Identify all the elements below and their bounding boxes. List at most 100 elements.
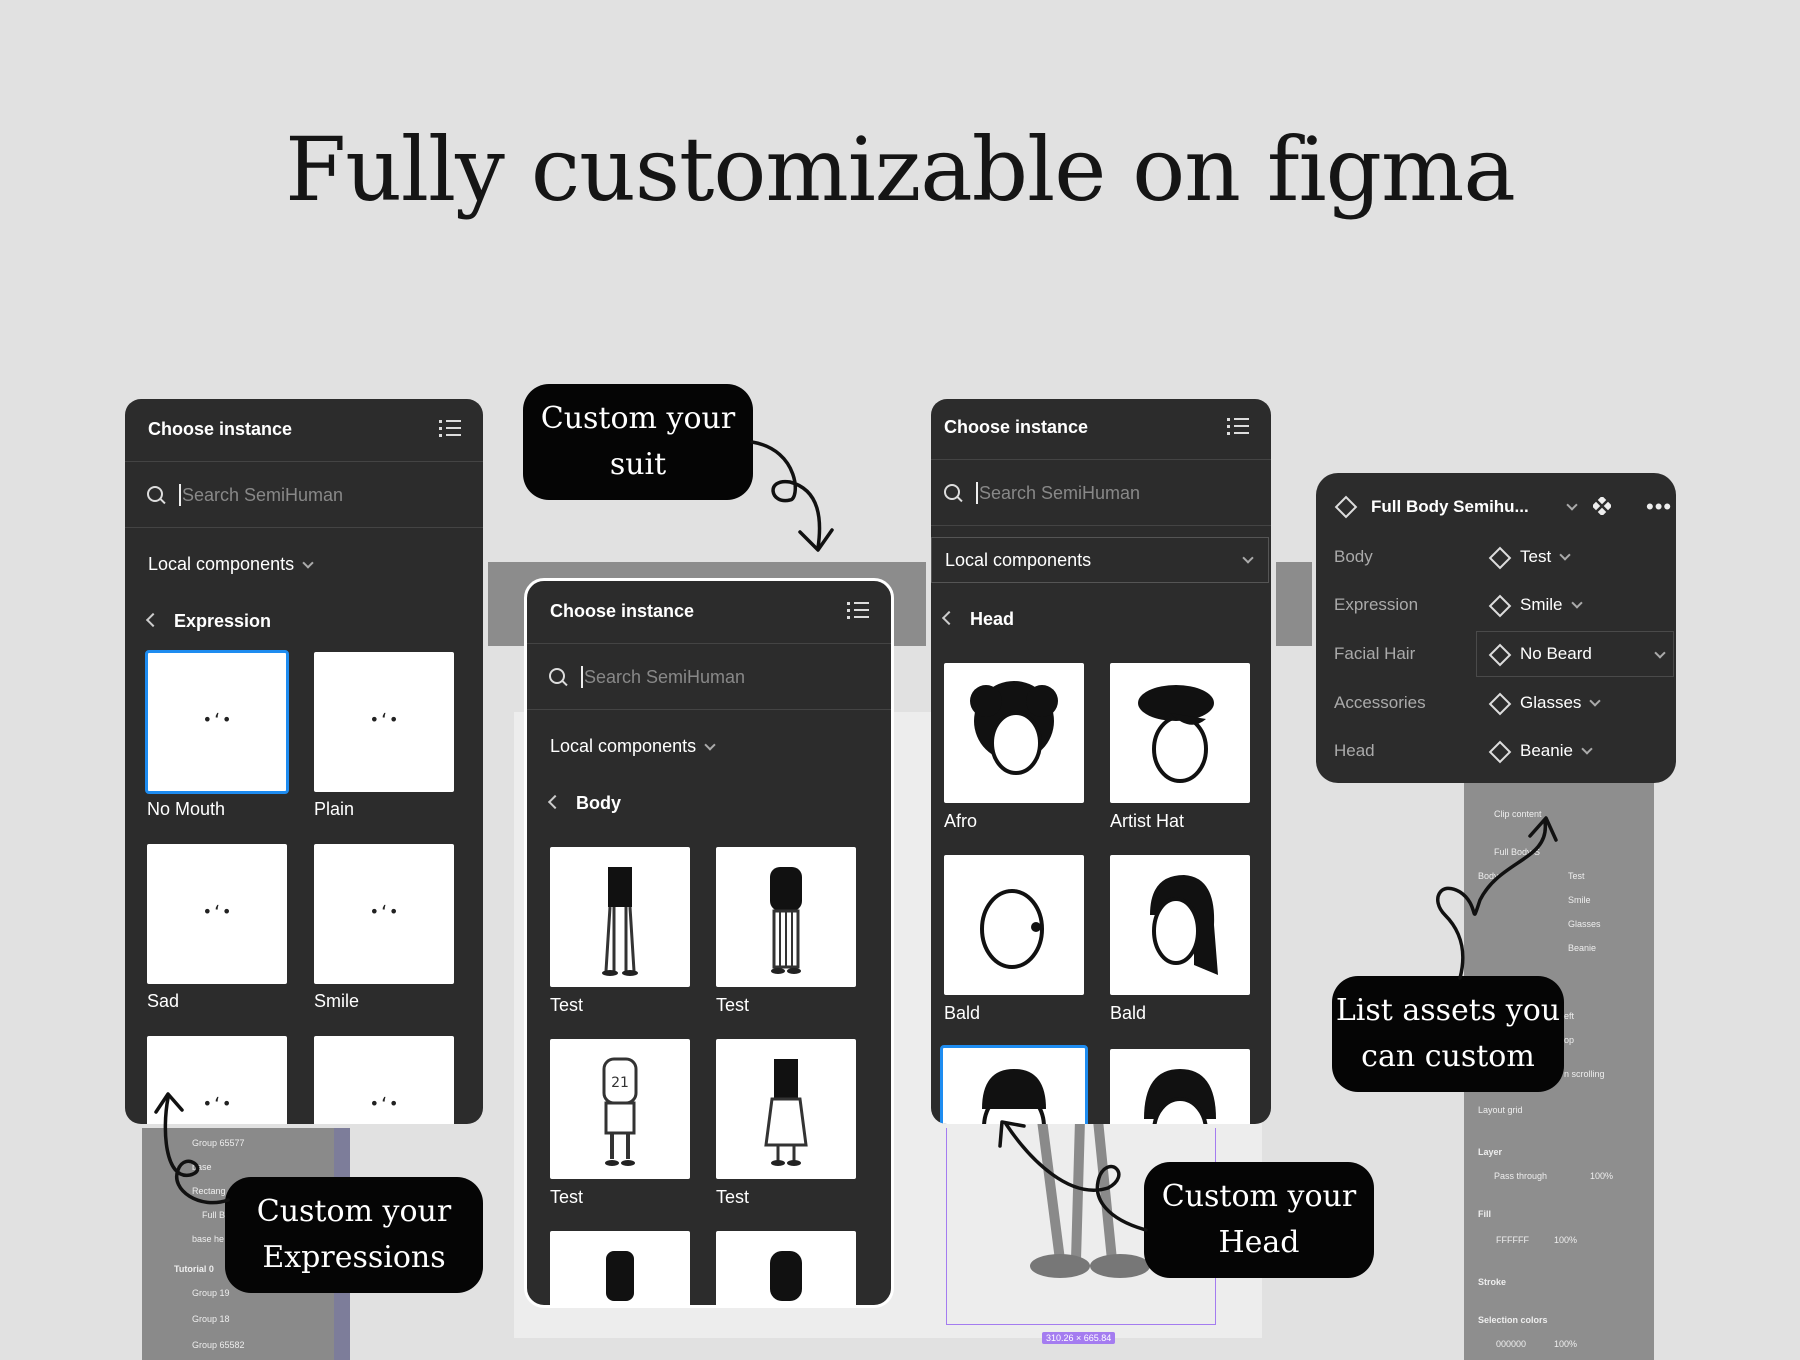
- panel-title: Choose instance: [148, 419, 293, 439]
- layer-item[interactable]: base: [192, 1162, 212, 1172]
- component-tile-body[interactable]: [716, 1039, 856, 1179]
- list-view-icon[interactable]: [439, 418, 461, 440]
- dimension-badge: 310.26 × 665.84: [1042, 1332, 1116, 1344]
- prop-value-text: Smile: [1520, 595, 1563, 614]
- suit-figure-icon: [602, 867, 638, 976]
- component-tile-artist-hat[interactable]: [1110, 663, 1250, 803]
- tile-label: No Mouth: [147, 799, 226, 819]
- component-tile-body[interactable]: [716, 847, 856, 987]
- fill-pct[interactable]: 100%: [1554, 1235, 1578, 1245]
- category-back[interactable]: Head: [941, 609, 1014, 630]
- callout-suit: Custom your suit: [523, 384, 753, 500]
- panel-header: Choose instance: [125, 399, 483, 462]
- component-tile-body[interactable]: [550, 1231, 690, 1305]
- tile-label: Plain: [314, 799, 355, 819]
- tile-label: Sad: [147, 991, 180, 1011]
- component-icon[interactable]: [1593, 497, 1611, 515]
- prop-value-facial-hair[interactable]: No Beard: [1520, 644, 1592, 663]
- opacity-value[interactable]: 100%: [1590, 1171, 1614, 1181]
- search-input[interactable]: Search SemiHuman: [584, 667, 746, 687]
- layer-item[interactable]: Group 18: [192, 1314, 230, 1324]
- layer-item[interactable]: Group 65577: [192, 1138, 245, 1148]
- component-tile-plain[interactable]: •ʻ•: [314, 652, 454, 792]
- panel-header: Choose instance: [931, 399, 1271, 460]
- search-icon: [549, 668, 565, 684]
- category-back[interactable]: Expression: [145, 611, 271, 632]
- more-options-icon[interactable]: •••: [1646, 494, 1673, 519]
- local-components-dropdown[interactable]: Local components: [148, 554, 314, 575]
- sweater-figure-icon: [770, 1251, 802, 1301]
- mini-row-value[interactable]: Beanie: [1568, 943, 1597, 953]
- arrow-suit-head: [798, 528, 834, 552]
- component-tile-smile[interactable]: •ʻ•: [314, 844, 454, 984]
- callout-line: suit: [609, 447, 667, 482]
- local-components-label: Local components: [148, 554, 295, 574]
- fill-hex[interactable]: FFFFFF: [1496, 1235, 1529, 1245]
- component-tile[interactable]: •ʻ•: [147, 1036, 287, 1124]
- list-view-icon[interactable]: [1227, 416, 1249, 438]
- sel-hex[interactable]: 000000: [1496, 1339, 1527, 1349]
- prop-label-expression: Expression: [1334, 595, 1419, 614]
- selection-colors-label: Selection colors: [1478, 1315, 1548, 1325]
- component-tile-beanie[interactable]: [940, 1045, 1088, 1124]
- search-field[interactable]: Search SemiHuman: [125, 462, 483, 528]
- local-components-dropdown[interactable]: Local components: [550, 736, 716, 757]
- sel-pct[interactable]: 100%: [1554, 1339, 1578, 1349]
- component-tile-bald[interactable]: [944, 855, 1084, 995]
- search-input[interactable]: Search SemiHuman: [979, 483, 1141, 503]
- search-input[interactable]: Search SemiHuman: [182, 485, 344, 505]
- panel-title: Choose instance: [550, 601, 695, 621]
- component-tile-bald-long-hair[interactable]: [1110, 855, 1250, 995]
- mini-row-value[interactable]: Smile: [1568, 895, 1591, 905]
- component-tile-body[interactable]: [550, 847, 690, 987]
- mini-top: op: [1564, 1035, 1575, 1045]
- list-view-icon[interactable]: [847, 600, 869, 622]
- prop-label-head: Head: [1334, 741, 1375, 760]
- component-tile-body[interactable]: 21: [550, 1039, 690, 1179]
- mini-row-value[interactable]: Glasses: [1568, 919, 1601, 929]
- search-field[interactable]: Search SemiHuman: [931, 460, 1271, 526]
- prop-value-head[interactable]: Beanie: [1520, 741, 1593, 761]
- layer-item[interactable]: base he: [192, 1234, 225, 1244]
- arrow-expressions-head: [154, 1092, 184, 1114]
- search-icon: [944, 484, 960, 500]
- category-back[interactable]: Body: [547, 793, 621, 814]
- arrow-suit: [750, 440, 822, 550]
- svg-text:21: 21: [611, 1075, 629, 1091]
- layer-item[interactable]: Rectang: [192, 1186, 226, 1196]
- artist-hat-head-icon: [1138, 685, 1214, 783]
- mini-scroll: n scrolling: [1564, 1069, 1605, 1079]
- face-sad-icon: •ʻ•: [202, 902, 232, 921]
- tile-label: Test: [716, 995, 750, 1015]
- callout-line: Custom your: [540, 401, 736, 436]
- prop-select-facial-hair[interactable]: [1476, 631, 1674, 677]
- layer-item[interactable]: Full Body: [202, 1210, 240, 1220]
- prop-value-expression[interactable]: Smile: [1520, 595, 1583, 615]
- mini-row-value[interactable]: Test: [1568, 871, 1585, 881]
- mini-row-label: Body: [1478, 871, 1499, 881]
- suit-figure-icon: [606, 1251, 634, 1301]
- component-tile-afro[interactable]: [944, 663, 1084, 803]
- component-tile-body[interactable]: [716, 1231, 856, 1305]
- clip-content-label[interactable]: Clip content: [1494, 809, 1542, 819]
- layer-item[interactable]: Group 65582: [192, 1340, 245, 1350]
- component-tile[interactable]: •ʻ•: [314, 1036, 454, 1124]
- component-tile-sad[interactable]: •ʻ•: [147, 844, 287, 984]
- frame-header-strip-2: [1276, 562, 1312, 646]
- dress-figure-icon: [764, 1059, 808, 1166]
- category-title: Body: [576, 793, 621, 813]
- layer-item[interactable]: Tutorial 0: [174, 1264, 214, 1274]
- search-field[interactable]: Search SemiHuman: [527, 644, 891, 710]
- pass-through[interactable]: Pass through: [1494, 1171, 1548, 1181]
- prop-value-accessories[interactable]: Glasses: [1520, 693, 1602, 713]
- local-components-dropdown[interactable]: Local components: [931, 537, 1269, 583]
- tile-label: Artist Hat: [1110, 811, 1185, 831]
- tile-label: Test: [550, 1187, 584, 1207]
- prop-value-body[interactable]: Test: [1520, 547, 1571, 567]
- tile-label: Bald: [944, 1003, 981, 1023]
- layer-item[interactable]: Group 19: [192, 1288, 230, 1298]
- component-tile-no-mouth[interactable]: •ʻ•: [145, 650, 289, 794]
- component-tile[interactable]: [1110, 1049, 1250, 1124]
- instance-name[interactable]: Full Body Semihu...: [1371, 497, 1529, 516]
